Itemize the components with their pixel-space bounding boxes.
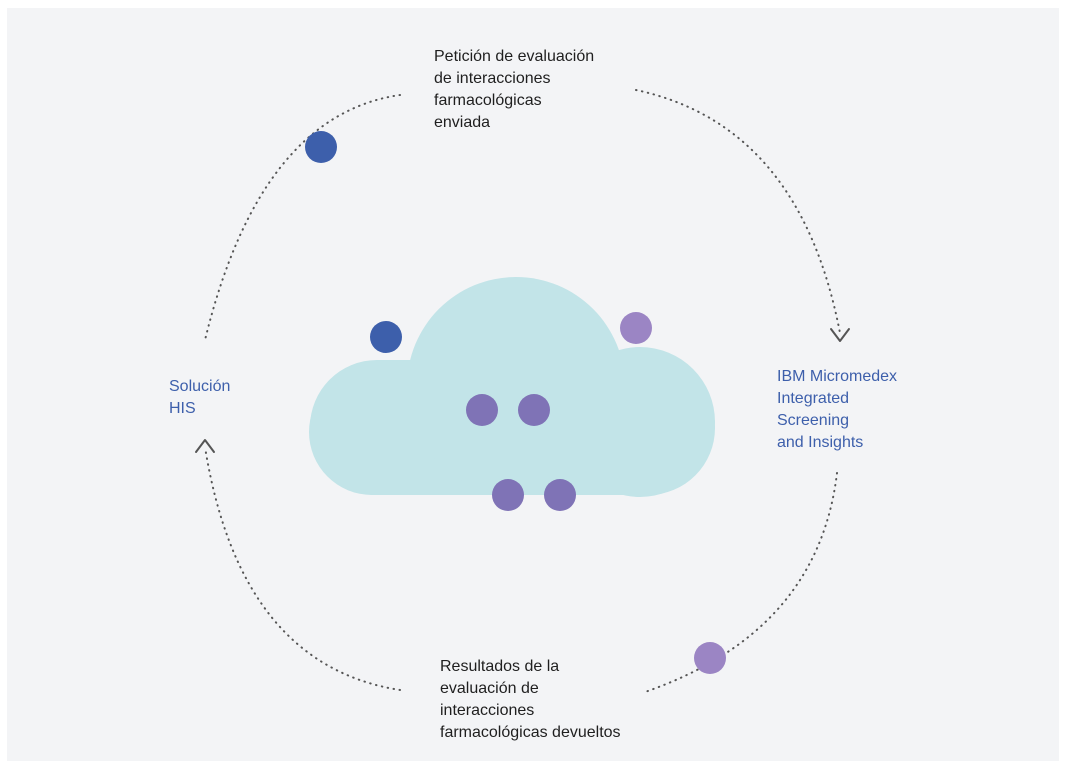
cloud-dot-inner-2: [518, 394, 550, 426]
arc-bottom-left: [204, 446, 401, 691]
arrowhead-up-icon: [195, 439, 215, 453]
request-sent-label: Petición de evaluación de interacciones …: [434, 48, 595, 131]
his-solution-label: Solución HIS: [169, 378, 231, 417]
ibm-micromedex-label: IBM Micromedex Integrated Screening and …: [777, 368, 898, 451]
cloud-dot-blue: [370, 321, 402, 353]
cloud-dot-inner-4: [544, 479, 576, 511]
cloud-dot-light-purple: [620, 312, 652, 344]
arrowhead-down-icon: [830, 328, 850, 342]
ibm-response-dot: [694, 642, 726, 674]
results-returned-label: Resultados de la evaluación de interacci…: [440, 658, 621, 741]
arc-top-right: [635, 89, 841, 334]
arc-bottom-right: [644, 472, 838, 693]
arc-top-left: [204, 94, 401, 341]
cloud-dot-inner-1: [466, 394, 498, 426]
cloud-shape: [309, 277, 715, 497]
his-request-dot: [305, 131, 337, 163]
cloud-dot-inner-3: [492, 479, 524, 511]
